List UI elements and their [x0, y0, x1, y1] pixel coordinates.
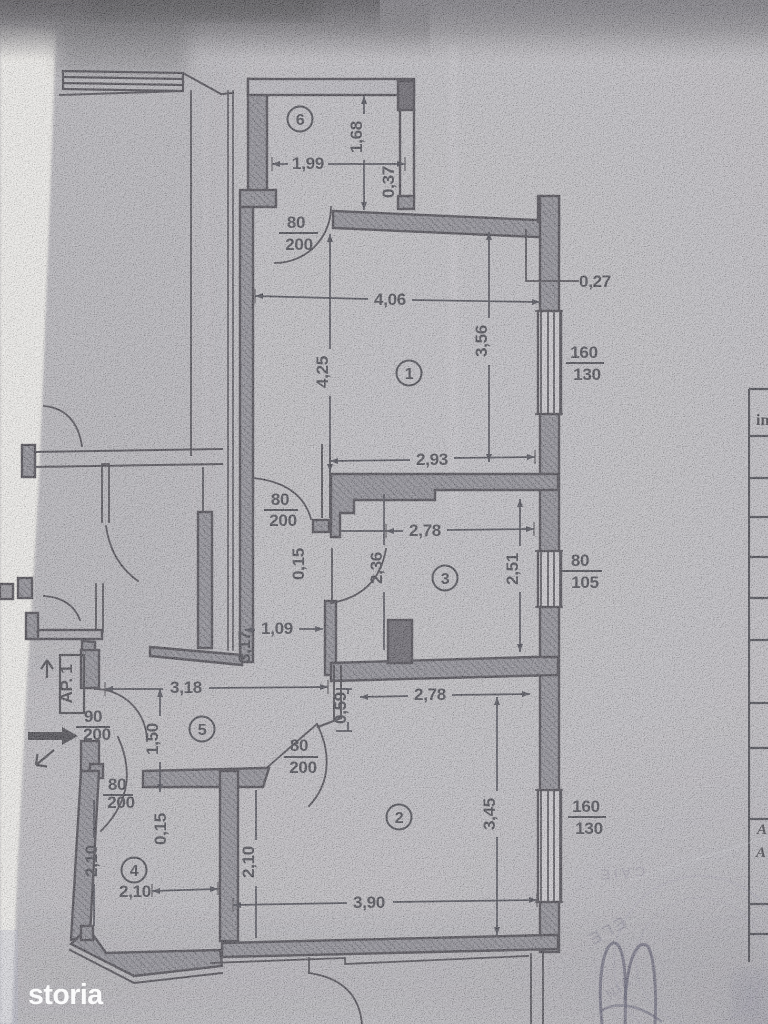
svg-text:storia: storia: [28, 979, 104, 1011]
